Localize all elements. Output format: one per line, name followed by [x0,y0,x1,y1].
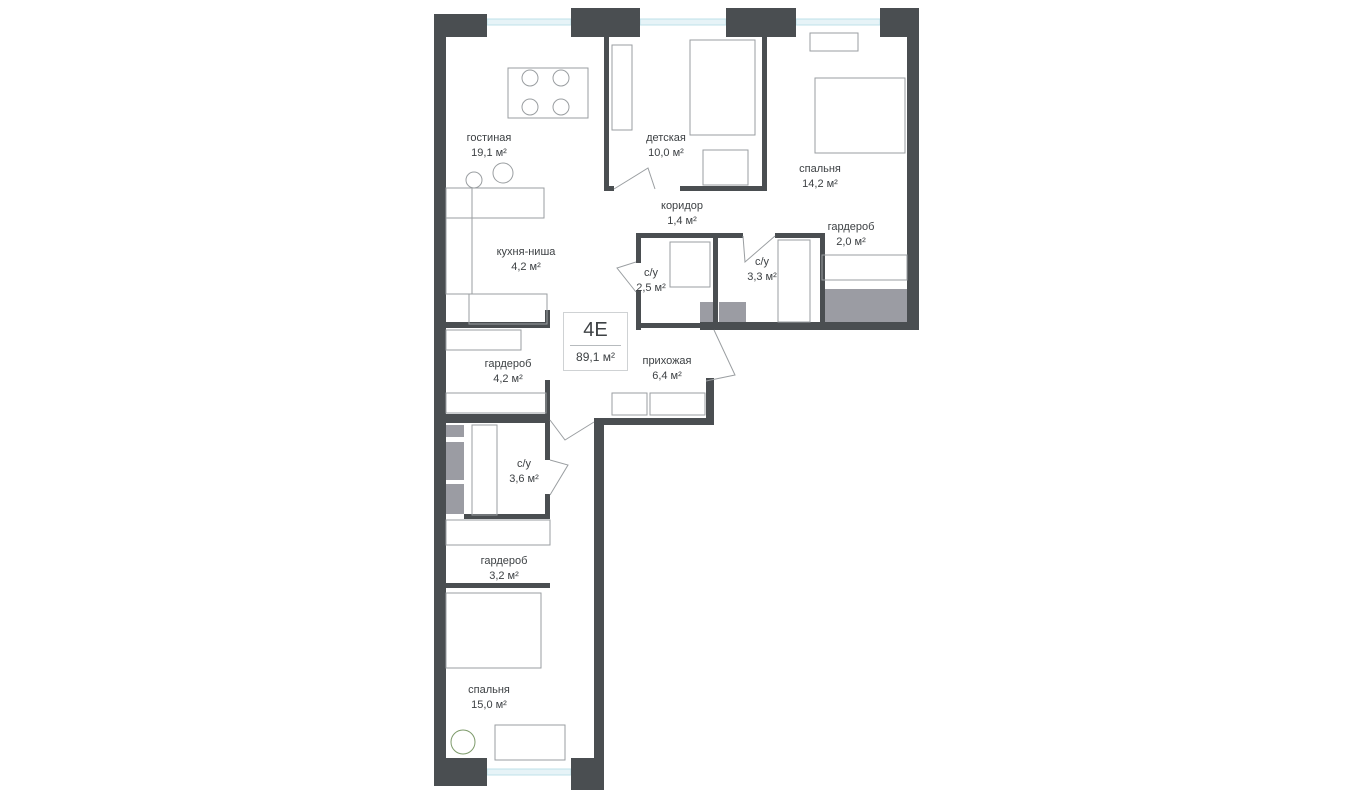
furniture [445,32,908,761]
window [486,18,572,26]
window [486,768,572,776]
bed [445,592,542,669]
apartment-area: 89,1 м² [576,350,615,364]
bed [689,39,756,136]
doors [549,167,776,496]
window [639,18,727,26]
divider [570,345,621,346]
window [795,18,881,26]
bed [814,77,906,154]
dining-table [507,67,589,119]
apartment-badge: 4E 89,1 м² [563,312,628,371]
apartment-code: 4E [583,319,608,341]
walls [434,8,919,790]
shafts [446,289,907,514]
bathtub [777,239,811,323]
bathtub [471,424,498,516]
kitchen-counter [445,187,545,219]
plant [450,729,476,755]
